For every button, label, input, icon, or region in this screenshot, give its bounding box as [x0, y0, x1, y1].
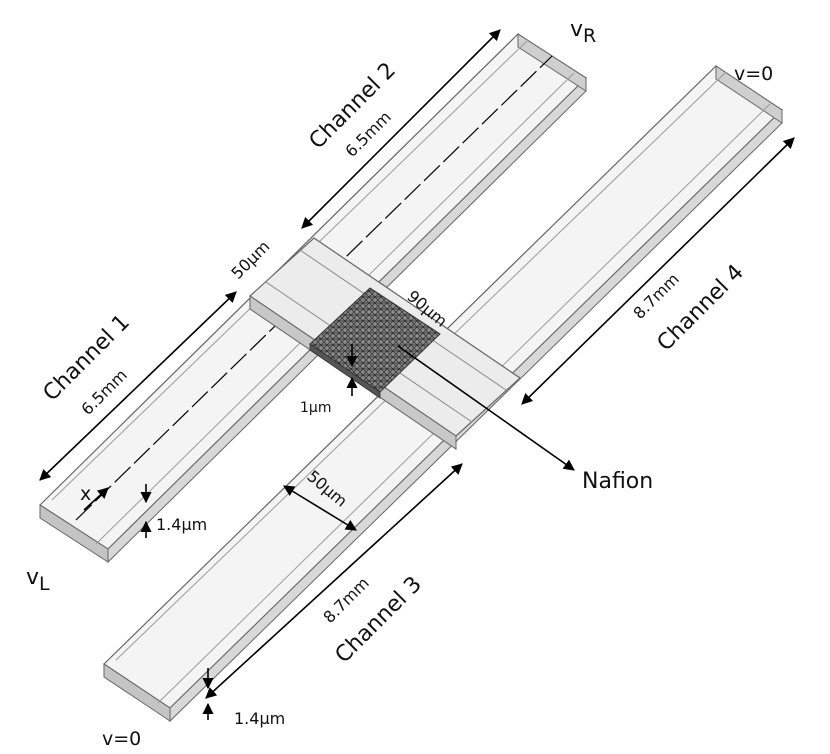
x-axis-arrow: [83, 487, 109, 511]
x-axis-label: x: [80, 483, 91, 505]
ch2-length-arrow: [301, 29, 501, 229]
v0-top-label: v=0: [734, 63, 773, 85]
vr-label: vR: [570, 17, 596, 47]
v0-bottom-label: v=0: [102, 728, 141, 750]
ch1-length-arrow: [39, 291, 237, 481]
channel-3-label: Channel 3: [331, 572, 427, 668]
dimension-arrows: [39, 29, 795, 720]
gap-50um-arrow: [283, 485, 357, 531]
nafion-label: Nafion: [582, 469, 653, 494]
channel-4-length: 8.7mm: [629, 269, 682, 322]
height-left-label: 1.4μm: [156, 515, 207, 534]
nafion-pointer: [397, 345, 575, 471]
nafion-thickness-label: 1μm: [300, 400, 331, 416]
nafion-membrane: [309, 287, 441, 399]
ch3-length-arrow: [205, 463, 463, 699]
vl-label: vL: [26, 565, 50, 595]
channel-1-label: Channel 1: [39, 310, 135, 406]
gap-top-label: 50μm: [227, 237, 273, 283]
ch4-length-arrow: [521, 137, 795, 405]
height-bottom-label: 1.4μm: [234, 709, 285, 728]
